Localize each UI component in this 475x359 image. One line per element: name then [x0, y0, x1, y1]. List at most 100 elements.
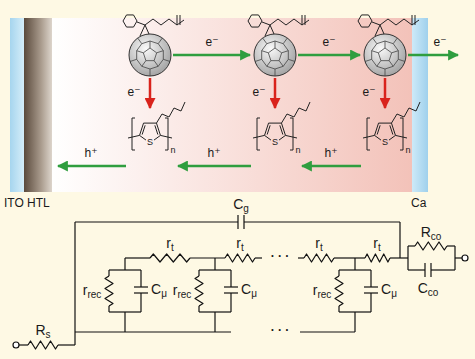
circuit-wire [124, 258, 125, 270]
component-label: Cμ [151, 282, 167, 299]
backbone-bond [160, 135, 172, 138]
bond [372, 22, 380, 25]
fullerene [358, 15, 419, 76]
carrier-label: e⁻ [362, 86, 375, 99]
component-label: rt [236, 236, 243, 253]
atom-label: S [382, 138, 388, 148]
backbone-bond [285, 135, 297, 138]
fullerene [123, 15, 184, 76]
circuit-wire [370, 270, 371, 287]
hexyl-chain [281, 102, 310, 123]
circuit-wire [408, 245, 415, 246]
fullerene-bond [283, 38, 287, 44]
circuit-wire [415, 242, 447, 250]
terminal [462, 255, 468, 261]
circuit-wire [338, 270, 339, 276]
bracket [290, 118, 293, 150]
bracket [367, 118, 370, 150]
ester-chain [145, 19, 184, 25]
bracket [400, 118, 403, 150]
cyclopropane [265, 25, 274, 36]
fullerene-bond [262, 51, 269, 53]
carbonyl [177, 15, 178, 25]
circuit-wire [364, 286, 378, 287]
fullerene-ball [129, 34, 171, 76]
carrier-label: e⁻ [322, 36, 335, 49]
fullerene-bond [365, 59, 372, 61]
circuit-wire [198, 270, 199, 276]
fullerene-bond [154, 61, 158, 67]
fullerene-bond [393, 38, 397, 44]
circuit-wire [140, 293, 141, 312]
circuit-wire [19, 344, 28, 345]
active-layer [52, 18, 412, 192]
carbonyl [412, 15, 413, 25]
ester-chain [380, 19, 419, 25]
double-bond [142, 125, 145, 134]
transport-arrow [298, 54, 360, 57]
circuit-wire [298, 257, 304, 258]
circuit-wire [407, 246, 408, 270]
fullerene-bond [385, 41, 386, 48]
atom-label: S [147, 138, 153, 148]
circuit-wire [354, 312, 355, 332]
component-label: rt [315, 236, 322, 253]
component-label: rrec [173, 283, 192, 300]
circuit-wire [338, 306, 339, 312]
circuit-wire [334, 257, 365, 258]
hexyl-chain [391, 102, 420, 123]
device-drawing [52, 15, 458, 192]
p3ht-unit [128, 102, 185, 150]
transport-arrow [302, 165, 361, 168]
fullerene-bond [138, 38, 142, 44]
phenyl-ring [248, 15, 262, 27]
ester-chain [270, 19, 309, 25]
transport-arrow [173, 54, 250, 57]
circuit-wire [199, 269, 231, 270]
circuit-wire [58, 344, 75, 345]
circuit-wire [431, 269, 455, 270]
double-bond [267, 125, 270, 134]
transport-arrow [408, 54, 458, 57]
circuit-wire [365, 254, 390, 262]
fullerene [248, 15, 309, 76]
bond [262, 22, 270, 25]
transport-arrow [58, 165, 126, 168]
bracket [165, 118, 168, 150]
circuit-wire [399, 222, 400, 258]
carrier-label: e⁻ [433, 36, 446, 49]
fullerene-bond [389, 61, 393, 67]
thiophene-ring [265, 123, 286, 135]
component-label: rt [373, 236, 380, 253]
circuit-wire [109, 269, 141, 270]
fullerene-bond [275, 69, 276, 76]
circuit-wire [304, 254, 334, 262]
circuit-wire [150, 254, 190, 262]
atom-label: n [170, 146, 175, 156]
carrier-label: e⁻ [205, 36, 218, 49]
layer-label: ITO [4, 196, 24, 210]
circuit-wire [108, 270, 109, 276]
equivalent-circuit [13, 215, 468, 349]
fullerene-bond [150, 41, 151, 48]
circuit-wire [214, 312, 215, 332]
component-label: Cμ [241, 282, 257, 299]
circuit-wire [230, 270, 231, 287]
circuit-wire [370, 293, 371, 312]
double-bond [155, 125, 158, 134]
fullerene-bond [288, 59, 295, 61]
circuit-wire [447, 245, 455, 246]
fullerene-bond [263, 38, 267, 44]
transfer-arrow [149, 78, 152, 108]
circuit-wire [455, 257, 462, 258]
thiophene-ring [154, 135, 160, 140]
transfer-arrow [274, 78, 277, 108]
fullerene-bond [275, 41, 276, 48]
component-label: rrec [83, 283, 102, 300]
p3ht-unit [253, 102, 310, 150]
fullerene-ball [254, 34, 296, 76]
fullerene-bond [142, 61, 146, 67]
double-bond [377, 125, 380, 134]
fullerene-bond [157, 51, 164, 53]
